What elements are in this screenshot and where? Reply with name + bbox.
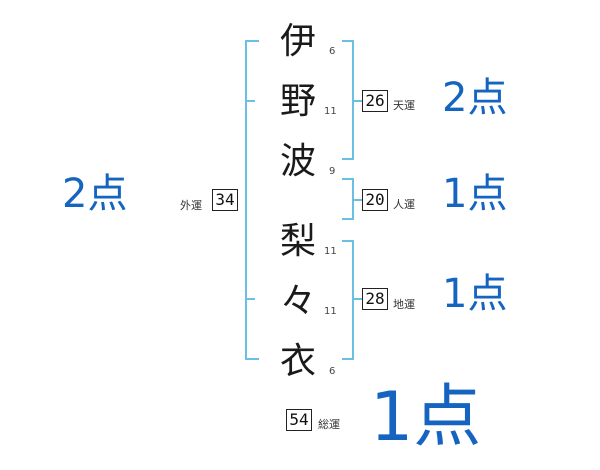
stroke-count-6: 6: [329, 366, 336, 377]
tenun-bracket-top: [342, 40, 354, 42]
tenun-score: 2点: [442, 75, 508, 121]
jinun-bracket-vertical: [352, 178, 354, 220]
name-char-1: 伊: [279, 21, 316, 62]
tenun-value-box: 26: [362, 90, 388, 112]
chiun-label: 地運: [393, 298, 415, 311]
name-char-4: 梨: [279, 221, 316, 262]
stroke-count-4: 11: [324, 246, 337, 257]
tenun-bracket-connector: [354, 100, 362, 102]
chiun-value-box: 28: [362, 288, 388, 310]
stroke-count-5: 11: [324, 306, 337, 317]
souun-value-box: 54: [286, 409, 312, 431]
outer-bracket-bottom: [245, 358, 259, 360]
gaiun-score: 2点: [62, 171, 128, 217]
jinun-bracket-bottom: [342, 218, 354, 220]
jinun-bracket-connector: [354, 199, 362, 201]
outer-bracket-tick-2: [245, 100, 255, 102]
jinun-label: 人運: [393, 198, 415, 211]
outer-bracket-tick-5: [245, 298, 255, 300]
jinun-score: 1点: [442, 171, 508, 217]
tenun-bracket-vertical: [352, 40, 354, 160]
jinun-value-box: 20: [362, 189, 388, 211]
gaiun-value-box: 34: [212, 189, 238, 211]
chiun-bracket-vertical: [352, 240, 354, 360]
outer-bracket-vertical: [245, 40, 247, 360]
chiun-bracket-bottom: [342, 358, 354, 360]
chiun-score: 1点: [442, 271, 508, 317]
name-char-6: 衣: [279, 341, 316, 382]
chiun-bracket-connector: [354, 298, 362, 300]
name-char-5: 々: [279, 281, 316, 322]
jinun-bracket-top: [342, 178, 354, 180]
gaiun-label: 外運: [180, 199, 202, 212]
chiun-bracket-top: [342, 240, 354, 242]
tenun-label: 天運: [393, 99, 415, 112]
souun-score: 1点: [370, 378, 482, 457]
souun-label: 総運: [318, 418, 340, 431]
tenun-bracket-bottom: [342, 158, 354, 160]
name-char-2: 野: [279, 81, 316, 122]
stroke-count-1: 6: [329, 46, 336, 57]
outer-bracket-top: [245, 40, 259, 42]
stroke-count-2: 11: [324, 106, 337, 117]
name-char-3: 波: [279, 141, 316, 182]
stroke-count-3: 9: [329, 166, 336, 177]
